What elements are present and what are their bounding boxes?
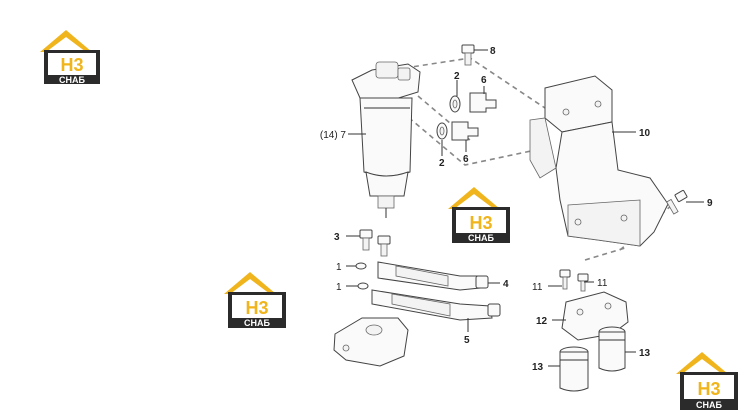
hose-end — [475, 275, 489, 289]
bolt-shank — [580, 280, 586, 292]
logo-top-left: H3 СНАБ — [40, 30, 100, 85]
bolt-shank — [666, 198, 679, 215]
sealing-washer — [357, 282, 369, 290]
logo-mark: H3 — [60, 55, 83, 75]
hose-end — [487, 303, 501, 317]
logo-mark: H3 — [697, 379, 720, 399]
callout-5: 5 — [464, 335, 470, 346]
callout-13: 13 — [532, 362, 544, 373]
callout-labels: (14) 7 8 2 6 2 6 10 9 3 1 1 4 5 11 11 12… — [320, 46, 713, 373]
bolt-shank — [562, 276, 568, 290]
mounting-bracket — [529, 75, 669, 247]
callout-8: 8 — [490, 46, 496, 57]
callout-10: 10 — [639, 128, 651, 139]
logo-brand: СНАБ — [244, 318, 270, 328]
logo-roof — [676, 352, 728, 374]
fuel-filter-assembly — [351, 61, 421, 218]
logo-plate — [684, 375, 734, 399]
lower-filter-head — [333, 317, 409, 367]
callout-11: 11 — [597, 278, 608, 289]
hose-braid — [391, 293, 451, 317]
bolt-shank — [362, 237, 370, 251]
logo-mark: H3 — [469, 213, 492, 233]
leader-lines — [346, 49, 704, 367]
bolt-head — [577, 273, 589, 282]
filter-bowl — [359, 97, 413, 177]
filter-drain-valve — [377, 195, 395, 209]
callout-6: 6 — [481, 75, 487, 86]
bracket-hole — [594, 100, 602, 108]
callout-11: 11 — [532, 282, 543, 293]
assembly-line — [394, 105, 546, 166]
callout-9: 9 — [707, 198, 713, 209]
logo-left-middle: H3 СНАБ — [224, 272, 286, 328]
logo-mark: H3 — [245, 298, 268, 318]
callout-3: 3 — [334, 232, 340, 243]
filter-head-port — [375, 61, 399, 79]
logo-roof — [448, 187, 500, 209]
logo-plate — [456, 210, 506, 233]
assembly-line — [584, 247, 626, 261]
bolt-shank — [464, 52, 472, 66]
logo-bottom-right: H3 СНАБ — [676, 352, 738, 410]
mounting-head-hole — [604, 302, 612, 310]
callout-12: 12 — [536, 316, 548, 327]
sealing-washer-hole — [452, 99, 458, 109]
sealing-washer-hole — [439, 126, 445, 136]
lower-head-port — [365, 324, 383, 336]
bracket-hole — [620, 214, 628, 222]
secondary-filter-assembly — [559, 269, 629, 392]
washers-and-fittings — [436, 92, 497, 141]
callout-2: 2 — [454, 71, 460, 82]
callout-6: 6 — [463, 154, 469, 165]
bolt-9 — [666, 189, 688, 215]
bolt-head — [674, 189, 688, 203]
logo-center: H3 СНАБ — [448, 187, 510, 243]
callout-7: (14) 7 — [320, 130, 347, 141]
filter-head-port — [397, 67, 411, 81]
logo-plate — [48, 53, 96, 75]
callout-4: 4 — [503, 279, 509, 290]
logo-brand: СНАБ — [696, 400, 722, 410]
logo-roof — [40, 30, 92, 52]
callout-1: 1 — [336, 282, 342, 293]
hose-assembly — [333, 229, 501, 367]
spin-on-filter-body — [598, 331, 626, 372]
callout-1: 1 — [336, 262, 342, 273]
callout-2: 2 — [439, 158, 445, 169]
bracket-bottom-plate — [567, 199, 641, 247]
sealing-washer — [355, 262, 367, 270]
lower-head-hole — [342, 344, 350, 352]
logo-plate — [232, 295, 282, 318]
bracket-flange — [529, 117, 557, 179]
bolt-8 — [461, 44, 475, 66]
callout-13: 13 — [639, 348, 651, 359]
hose-braid — [395, 265, 449, 287]
filter-sediment-cup — [365, 171, 409, 197]
banjo-fitting — [469, 92, 497, 113]
bracket-hole — [574, 218, 582, 226]
bolt-head — [359, 229, 373, 239]
logo-brand: СНАБ — [59, 75, 85, 85]
bolt-shank — [380, 243, 388, 257]
bolt-head — [461, 44, 475, 54]
logo-brand: СНАБ — [468, 233, 494, 243]
mounting-head-hole — [576, 308, 584, 316]
bracket-hole — [562, 108, 570, 116]
banjo-fitting — [451, 121, 479, 141]
spin-on-filter-body — [559, 351, 589, 392]
bolt-head — [559, 269, 571, 278]
logo-roof — [224, 272, 276, 294]
bolt-head — [377, 235, 391, 245]
